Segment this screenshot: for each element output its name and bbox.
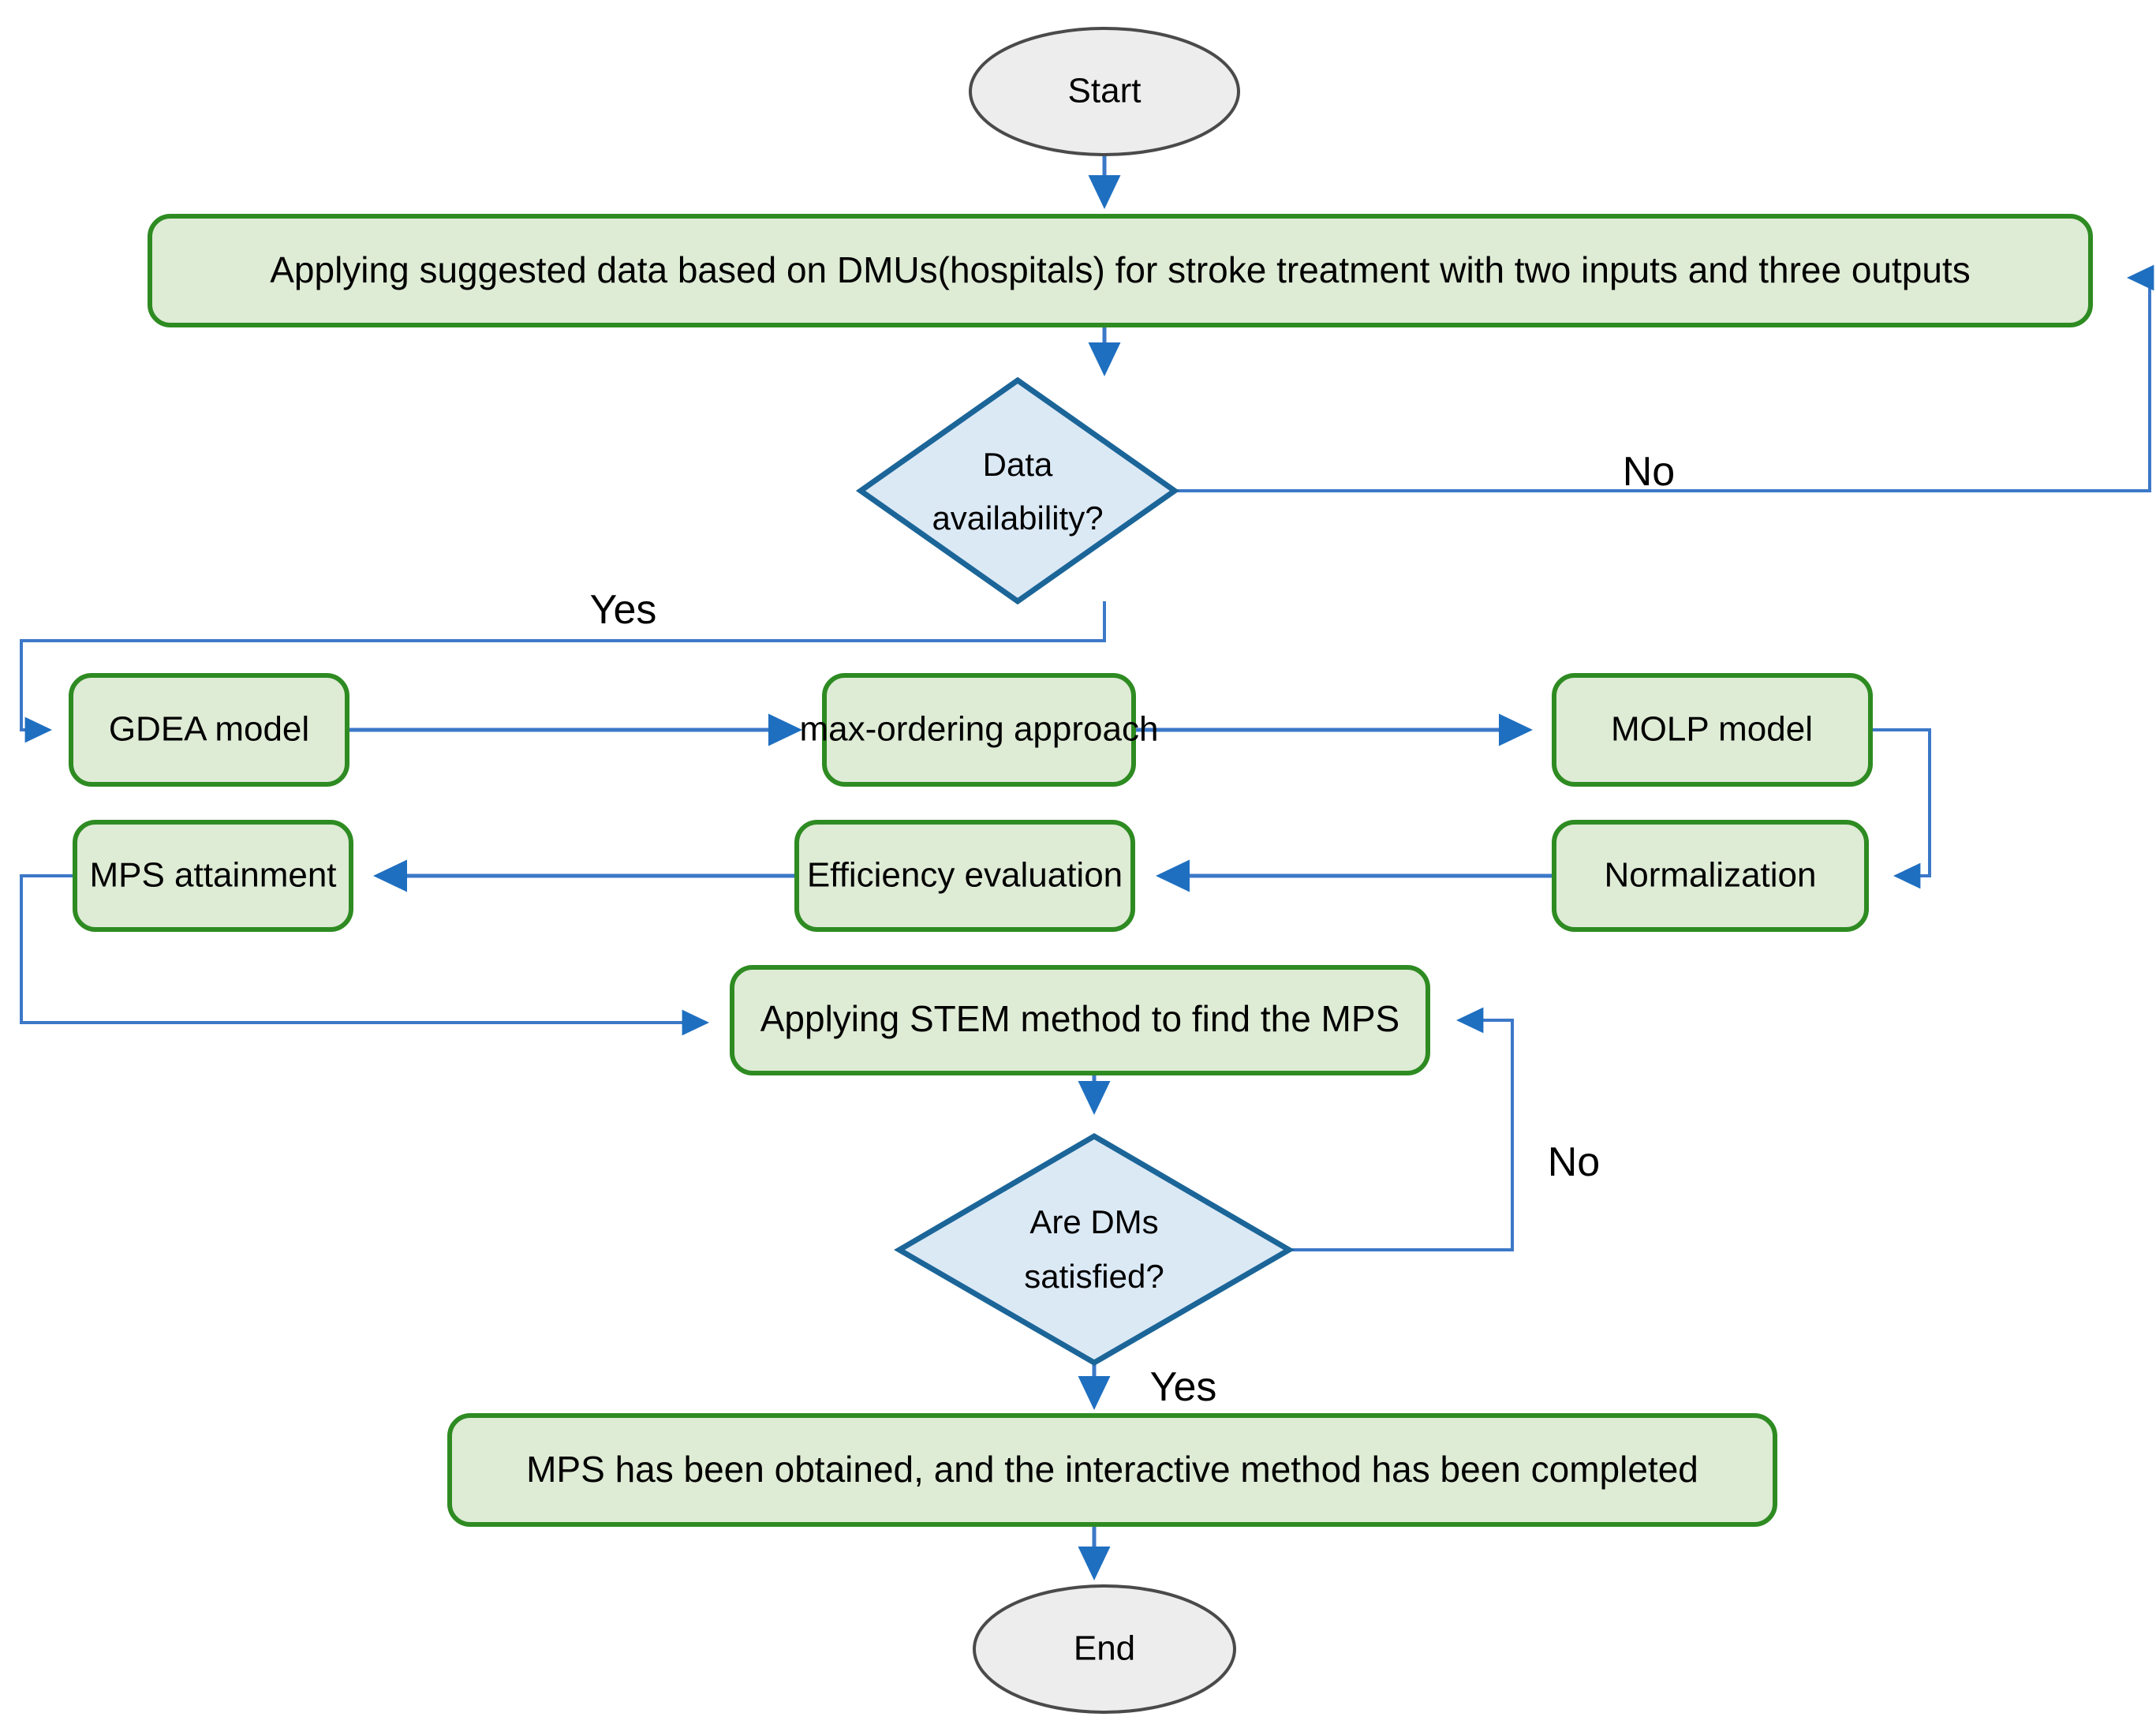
node-max-ordering[interactable]: max-ordering approach bbox=[800, 673, 1159, 787]
max-ordering-label: max-ordering approach bbox=[800, 710, 1159, 749]
max-ordering-box bbox=[822, 673, 1136, 787]
node-stem[interactable]: Applying STEM method to find the MPS bbox=[730, 965, 1430, 1075]
molp-box bbox=[1552, 673, 1873, 787]
edge-label-dms-no: No bbox=[1548, 1139, 1600, 1185]
molp-label: MOLP model bbox=[1611, 710, 1813, 749]
edge-data-yes-to-gdea bbox=[20, 601, 1106, 743]
dms-satisfied-line1: Are DMs bbox=[1029, 1203, 1158, 1240]
node-dms-satisfied[interactable]: Are DMs satisfied? bbox=[894, 1132, 1295, 1367]
node-start[interactable]: Start bbox=[969, 27, 1240, 156]
start-ellipse bbox=[969, 27, 1240, 156]
edge-data-no-loop bbox=[1173, 264, 2154, 492]
mps-obtained-box bbox=[447, 1413, 1777, 1527]
node-efficiency[interactable]: Efficiency evaluation bbox=[794, 820, 1135, 932]
dms-satisfied-shape bbox=[894, 1132, 1295, 1367]
edge-molp-to-normalization bbox=[1870, 728, 1931, 889]
start-label: Start bbox=[1068, 72, 1142, 110]
normalization-box bbox=[1552, 820, 1869, 932]
apply-data-label: Applying suggested data based on DMUs(ho… bbox=[270, 249, 1971, 290]
data-availability-shape bbox=[855, 376, 1180, 605]
node-mps-attainment[interactable]: MPS attainment bbox=[73, 820, 353, 932]
gdea-box bbox=[69, 673, 349, 787]
efficiency-label: Efficiency evaluation bbox=[807, 856, 1123, 895]
node-molp[interactable]: MOLP model bbox=[1552, 673, 1873, 787]
dms-satisfied-line2: satisfied? bbox=[1024, 1258, 1164, 1295]
gdea-label: GDEA model bbox=[109, 710, 309, 749]
node-gdea[interactable]: GDEA model bbox=[69, 673, 349, 787]
mps-obtained-label: MPS has been obtained, and the interacti… bbox=[526, 1449, 1698, 1490]
apply-data-box bbox=[148, 214, 2093, 327]
data-availability-line1: Data bbox=[983, 446, 1053, 483]
normalization-label: Normalization bbox=[1605, 856, 1817, 895]
stem-box bbox=[730, 965, 1430, 1075]
efficiency-box bbox=[794, 820, 1135, 932]
mps-attainment-box bbox=[73, 820, 353, 932]
stem-label: Applying STEM method to find the MPS bbox=[760, 998, 1400, 1039]
end-label: End bbox=[1074, 1629, 1135, 1668]
edge-label-data-no: No bbox=[1623, 449, 1675, 495]
node-apply-data[interactable]: Applying suggested data based on DMUs(ho… bbox=[148, 214, 2093, 327]
edge-mps-attainment-to-stem bbox=[20, 874, 710, 1036]
node-data-availability[interactable]: Data availability? bbox=[855, 376, 1180, 605]
edge-dms-no-loop bbox=[1289, 1007, 1514, 1251]
node-normalization[interactable]: Normalization bbox=[1552, 820, 1869, 932]
data-availability-line2: availability? bbox=[932, 499, 1103, 537]
edge-label-data-yes: Yes bbox=[590, 587, 657, 633]
edge-label-dms-yes: Yes bbox=[1150, 1364, 1217, 1410]
node-end[interactable]: End bbox=[973, 1584, 1236, 1714]
mps-attainment-label: MPS attainment bbox=[89, 856, 336, 895]
node-mps-obtained[interactable]: MPS has been obtained, and the interacti… bbox=[447, 1413, 1777, 1527]
end-ellipse bbox=[973, 1584, 1236, 1714]
